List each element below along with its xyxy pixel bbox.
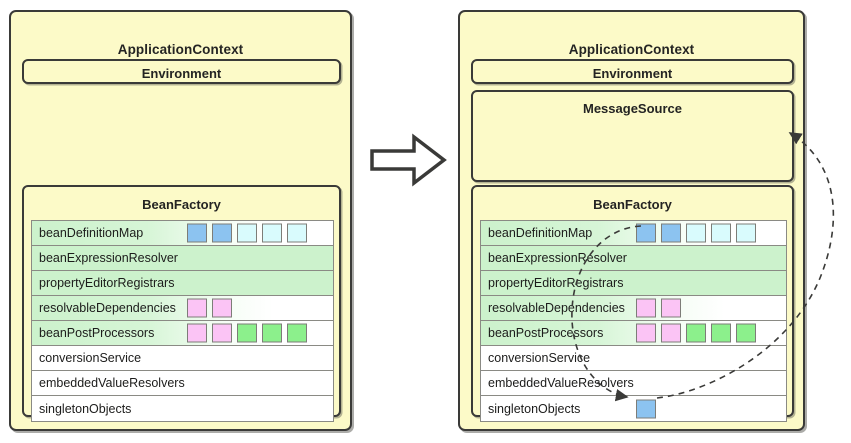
right-application-context-panel: ApplicationContext Environment MessageSo…	[458, 10, 805, 431]
left-bean-factory-table: beanDefinitionMap beanExpressionResolver p…	[31, 220, 334, 422]
right-bean-factory-table: beanDefinitionMap beanExpressionResolver p…	[480, 220, 787, 422]
bean-cell-group	[187, 323, 307, 343]
left-application-context-title: ApplicationContext	[117, 42, 244, 57]
bean-factory-row-label: beanPostProcessors	[488, 326, 604, 340]
bean-cell-pink	[187, 323, 207, 343]
bean-factory-row-label: singletonObjects	[488, 401, 581, 416]
bean-cell-group	[636, 323, 756, 343]
bean-factory-row-label: beanExpressionResolver	[39, 251, 178, 265]
bean-cell-blue	[661, 223, 681, 243]
right-environment-title: Environment	[592, 66, 673, 81]
bean-cell-green	[237, 323, 257, 343]
bean-cell-green	[686, 323, 706, 343]
bean-cell-green	[736, 323, 756, 343]
bean-cell-pink	[661, 298, 681, 318]
bean-factory-row-label: conversionService	[488, 351, 591, 365]
bean-factory-row: conversionService	[481, 346, 786, 371]
bean-factory-row-label: resolvableDependencies	[39, 301, 176, 315]
bean-cell-blue	[187, 223, 207, 243]
right-environment-box: Environment	[471, 59, 794, 84]
bean-factory-row-label: beanDefinitionMap	[488, 226, 593, 240]
bean-factory-row: resolvableDependencies	[32, 296, 333, 321]
bean-cell-group	[636, 298, 681, 318]
transition-arrow	[370, 133, 447, 187]
bean-cell-lightblue	[262, 223, 282, 243]
bean-cell-lightblue	[287, 223, 307, 243]
bean-cell-pink	[636, 298, 656, 318]
bean-factory-row: beanDefinitionMap	[32, 221, 333, 246]
bean-cell-blue	[636, 399, 656, 418]
bean-cell-blue	[636, 223, 656, 243]
right-message-source-title: MessageSource	[583, 101, 682, 116]
bean-cell-lightblue	[711, 223, 731, 243]
bean-cell-pink	[636, 323, 656, 343]
bean-cell-pink	[187, 298, 207, 318]
left-environment-title: Environment	[141, 66, 222, 81]
left-application-context-panel: ApplicationContext Environment BeanFacto…	[9, 10, 352, 431]
bean-factory-row: beanPostProcessors	[481, 321, 786, 346]
bean-factory-row: embeddedValueResolvers	[481, 371, 786, 396]
bean-factory-row-label: beanExpressionResolver	[488, 251, 627, 265]
bean-cell-blue	[212, 223, 232, 243]
right-bean-factory-title: BeanFactory	[593, 197, 672, 212]
bean-factory-row: resolvableDependencies	[481, 296, 786, 321]
bean-factory-row-label: resolvableDependencies	[488, 301, 625, 315]
bean-cell-lightblue	[686, 223, 706, 243]
bean-cell-pink	[212, 298, 232, 318]
bean-factory-row: beanExpressionResolver	[481, 246, 786, 271]
bean-cell-group	[187, 223, 307, 243]
bean-factory-row: beanExpressionResolver	[32, 246, 333, 271]
bean-cell-group	[636, 399, 656, 418]
left-environment-box: Environment	[22, 59, 341, 84]
bean-factory-row-label: beanDefinitionMap	[39, 226, 144, 240]
bean-factory-row: beanDefinitionMap	[481, 221, 786, 246]
left-bean-factory-box: BeanFactory beanDefinitionMap beanExpress…	[22, 185, 341, 422]
right-application-context-title: ApplicationContext	[568, 42, 695, 57]
bean-cell-lightblue	[736, 223, 756, 243]
bean-factory-row-label: beanPostProcessors	[39, 326, 155, 340]
right-message-source-box: MessageSource	[471, 90, 794, 182]
bean-cell-group	[187, 298, 232, 318]
bean-factory-row: singletonObjects	[481, 396, 786, 421]
bean-cell-pink	[661, 323, 681, 343]
bean-cell-green	[287, 323, 307, 343]
bean-factory-row-label: singletonObjects	[39, 401, 132, 416]
bean-factory-row-label: embeddedValueResolvers	[39, 376, 185, 390]
bean-factory-row-label: embeddedValueResolvers	[488, 376, 634, 390]
bean-factory-row: singletonObjects	[32, 396, 333, 421]
bean-factory-row: beanPostProcessors	[32, 321, 333, 346]
bean-cell-green	[262, 323, 282, 343]
right-bean-factory-box: BeanFactory beanDefinitionMap beanExpress…	[471, 185, 794, 422]
bean-cell-pink	[212, 323, 232, 343]
bean-factory-row-label: conversionService	[39, 351, 142, 365]
bean-factory-row: propertyEditorRegistrars	[481, 271, 786, 296]
bean-factory-row: embeddedValueResolvers	[32, 371, 333, 396]
bean-cell-green	[711, 323, 731, 343]
bean-factory-row: propertyEditorRegistrars	[32, 271, 333, 296]
bean-factory-row: conversionService	[32, 346, 333, 371]
bean-cell-group	[636, 223, 756, 243]
bean-factory-row-label: propertyEditorRegistrars	[488, 276, 624, 290]
bean-factory-row-label: propertyEditorRegistrars	[39, 276, 175, 290]
bean-cell-lightblue	[237, 223, 257, 243]
left-bean-factory-title: BeanFactory	[142, 197, 221, 212]
